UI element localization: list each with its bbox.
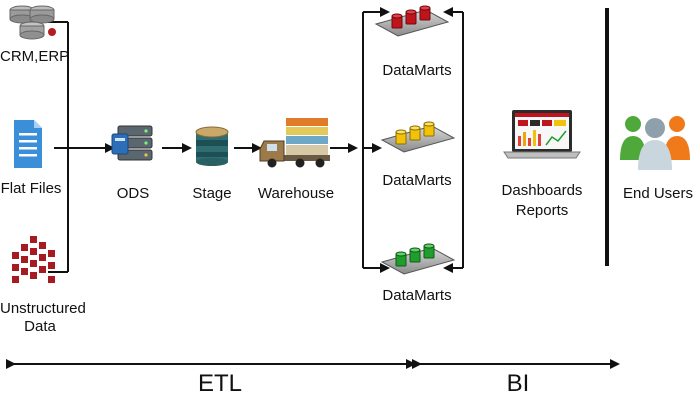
database-stack-icon: [9, 5, 56, 40]
user-group-icon: [620, 116, 690, 170]
datamart-green-icon: [380, 243, 456, 275]
truck-icon: [259, 118, 330, 168]
datamart-yellow-icon: [380, 121, 456, 153]
ods-label: ODS: [116, 185, 150, 202]
scattered-blocks-icon: [12, 236, 55, 283]
server-icon: [111, 125, 153, 161]
stage-label: Stage: [192, 185, 232, 202]
unstructured-label: Unstructured: [0, 300, 86, 317]
datamart-red-icon: [374, 5, 450, 37]
etl-phase-label: ETL: [197, 370, 242, 397]
database-cylinder-icon: [195, 126, 229, 166]
flat-files-label: Flat Files: [0, 180, 62, 197]
dashboards-label: Dashboards: [501, 182, 583, 199]
end-users-label: End Users: [622, 185, 694, 202]
laptop-dashboard-icon: [503, 110, 581, 159]
warehouse-label: Warehouse: [257, 185, 335, 202]
crm-erp-label: CRM,ERP: [0, 48, 70, 65]
datamart-top-label: DataMarts: [382, 62, 452, 79]
datamart-bot-label: DataMarts: [382, 287, 452, 304]
document-icon: [14, 120, 42, 168]
bi-phase-label: BI: [506, 370, 530, 397]
unstructured-data-label: Data: [24, 318, 56, 335]
reports-label: Reports: [515, 202, 569, 219]
datamart-mid-label: DataMarts: [382, 172, 452, 189]
